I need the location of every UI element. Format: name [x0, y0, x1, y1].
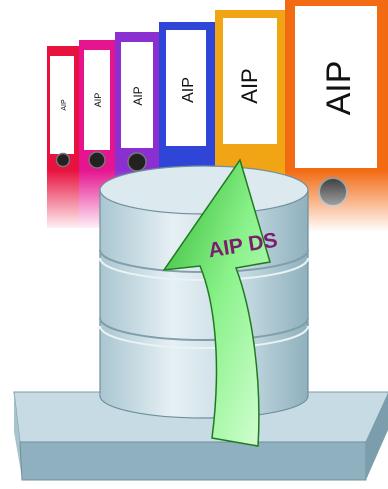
- binder-3-ring-hole: [127, 152, 147, 172]
- binder-1-label-plate: [50, 56, 74, 154]
- binder-4-label-plate: [166, 30, 206, 146]
- database-band-2-highlight: [99, 325, 309, 349]
- base-right-face: [366, 394, 388, 480]
- binder-1-ring-hole: [55, 152, 71, 168]
- base-left-face: [14, 392, 22, 478]
- binder-3-label-plate: [121, 42, 153, 148]
- binder-2-label-plate: [84, 50, 110, 150]
- binder-5-label: AIP: [237, 68, 262, 103]
- binder-1-label: AIP: [61, 99, 68, 111]
- binder-2-ring-hole: [88, 151, 106, 169]
- database-band-1-highlight: [99, 257, 309, 281]
- database-top: [99, 165, 309, 215]
- binder-3-label: AIP: [131, 86, 145, 105]
- binder-6-label-plate: [295, 6, 377, 168]
- database-band-2: [99, 317, 309, 341]
- database-cylinder: [99, 165, 309, 419]
- binder-5-label-plate: [223, 18, 277, 144]
- upload-arrow: AIP DS: [162, 158, 279, 447]
- binder-4-label: AIP: [180, 77, 197, 103]
- arrow-shape: [162, 158, 271, 447]
- base-front-face: [19, 441, 367, 481]
- binder-2-label: AIP: [93, 93, 103, 108]
- binder-6-label: AIP: [320, 61, 358, 116]
